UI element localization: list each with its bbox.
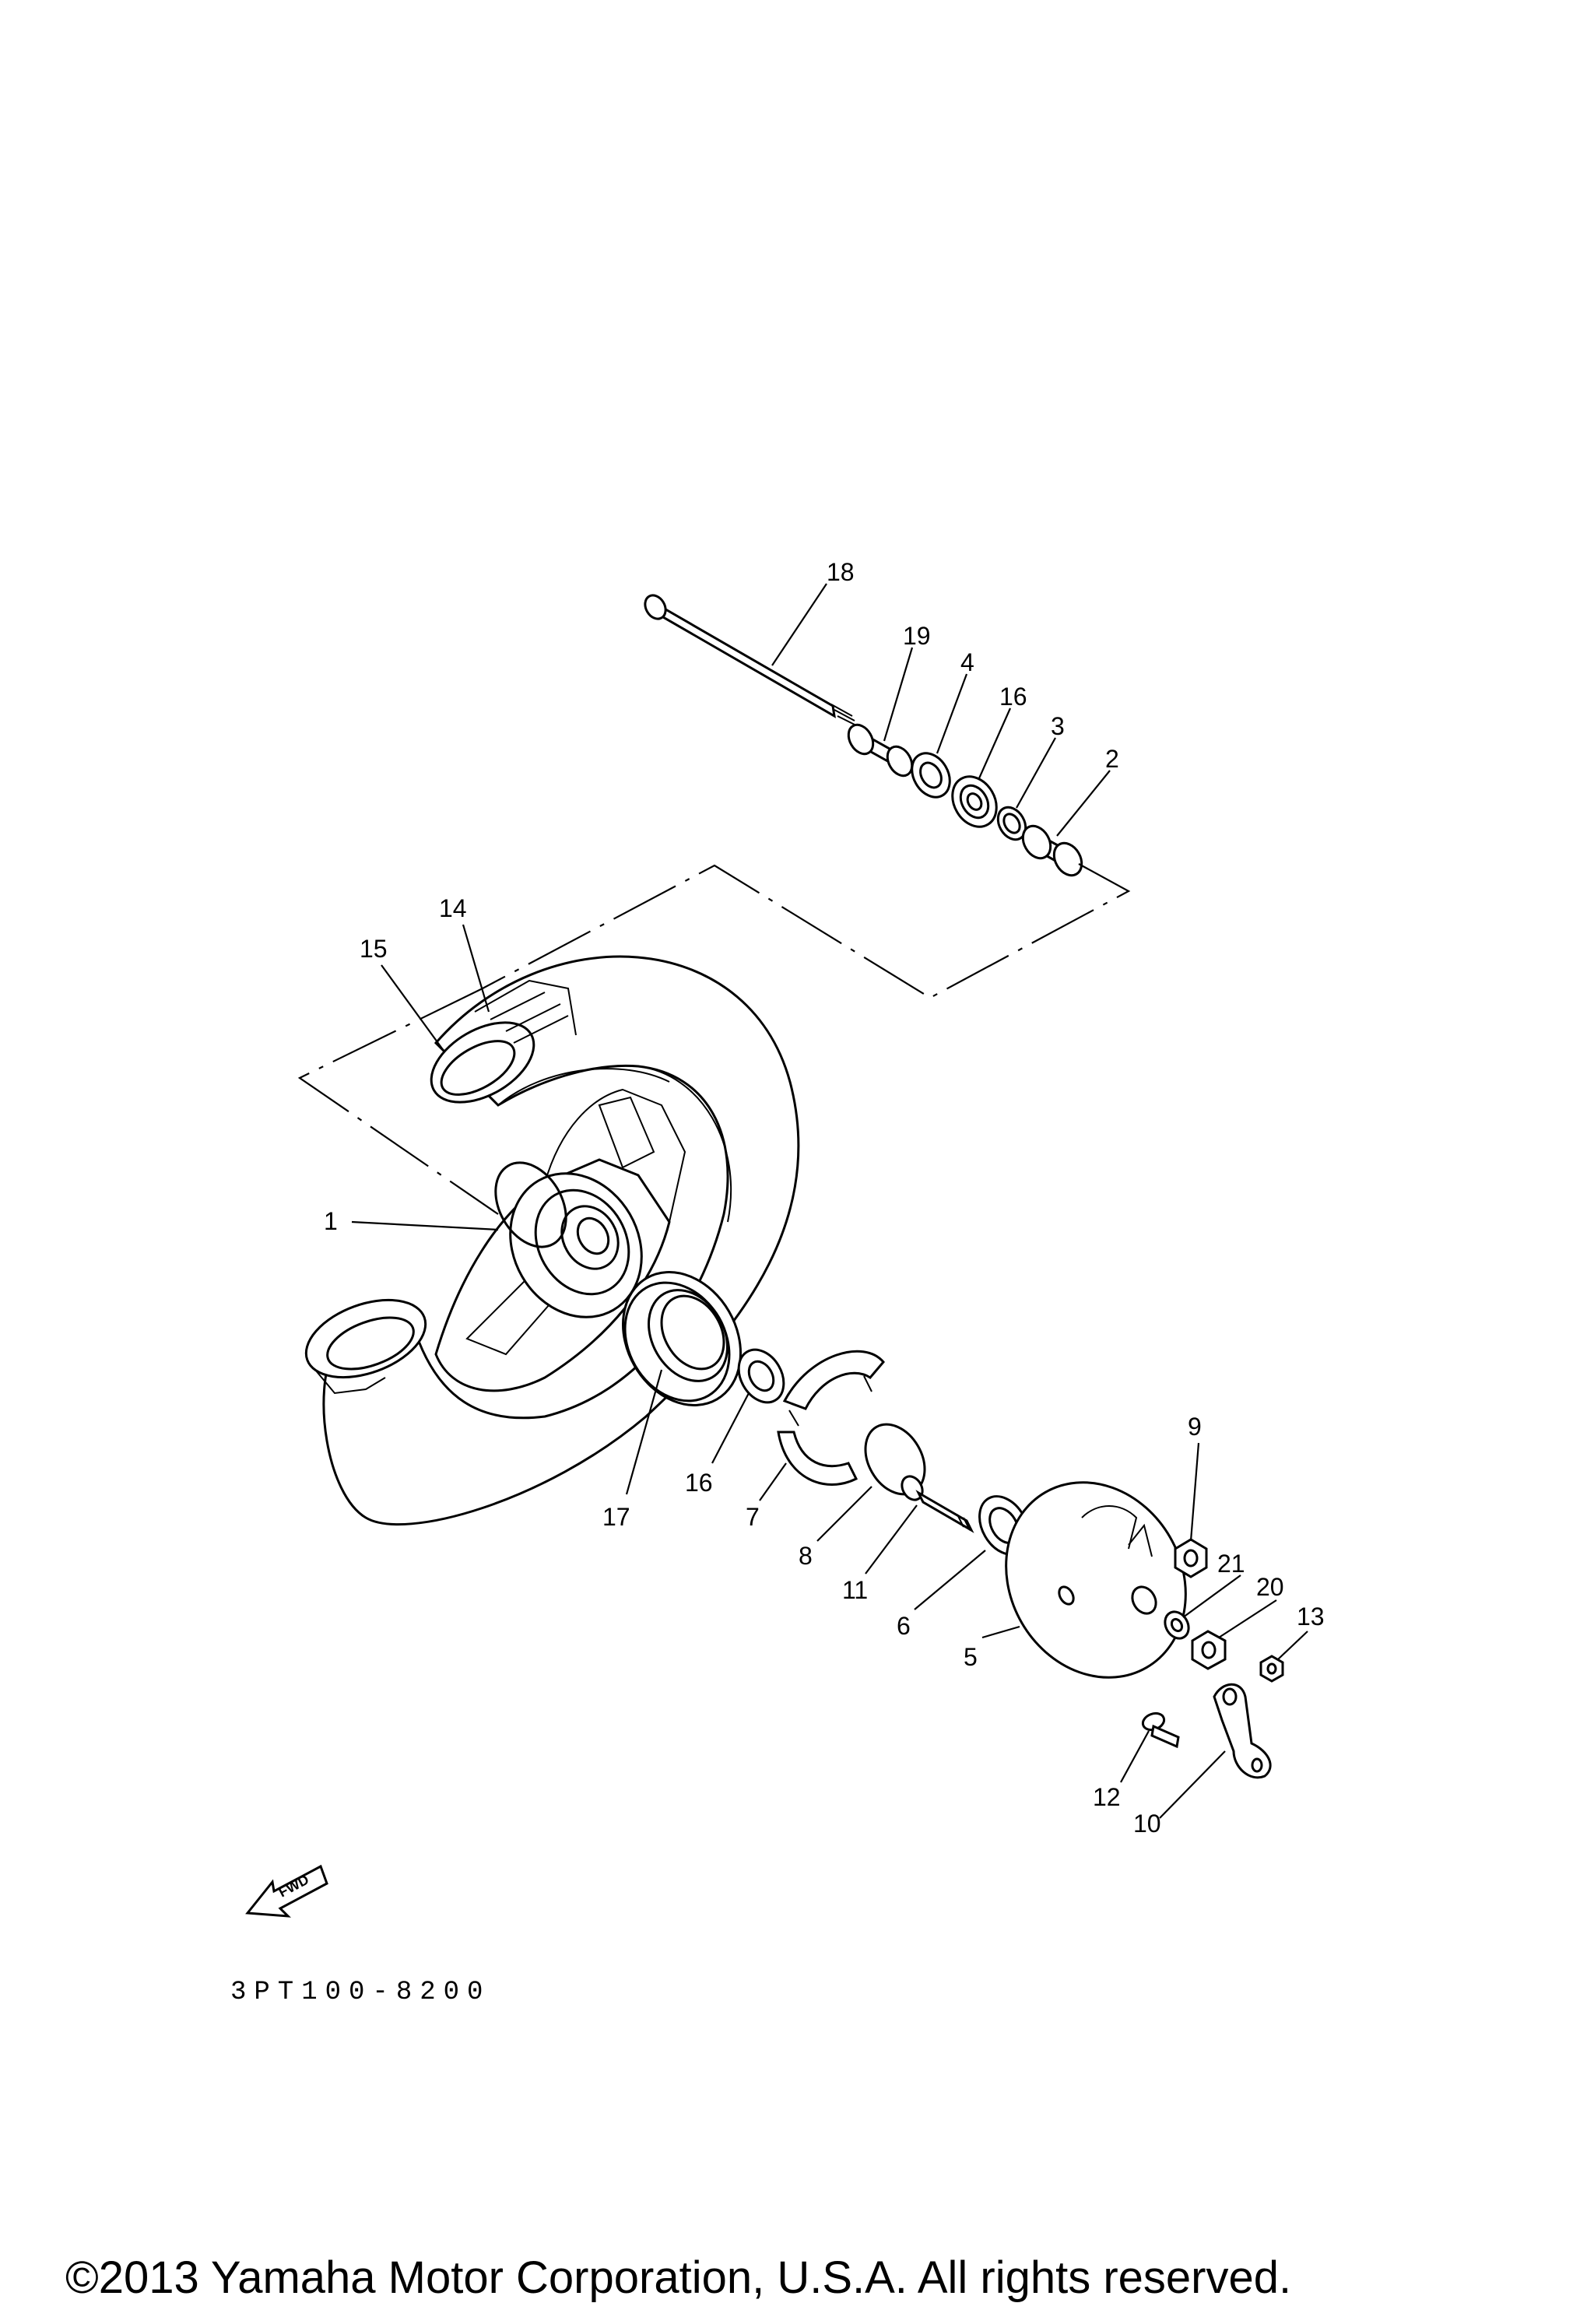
callout-6: 6 [897,1612,911,1640]
bolt-12 [1141,1711,1180,1749]
callout-labels: 18 19 4 16 3 2 14 15 1 17 16 7 8 11 6 5 … [324,558,1325,1838]
callout-2: 2 [1105,745,1119,773]
nut-9 [1174,1538,1208,1578]
front-wheel [304,955,800,1526]
oil-seal-17 [622,1271,742,1406]
nut-13 [1259,1655,1284,1683]
assembly-line-lower [297,988,499,1215]
callout-16-lower: 16 [685,1469,713,1497]
brake-shoe-plate-5 [1005,1481,1187,1679]
callout-14: 14 [439,894,467,922]
callout-20: 20 [1256,1573,1284,1601]
bearing-16-lower [737,1348,785,1404]
callout-5: 5 [964,1643,978,1671]
callout-15: 15 [360,935,388,963]
camshaft-lever-10 [1213,1683,1272,1779]
brake-shoe-7 [777,1350,885,1486]
oil-seal-4 [911,752,951,799]
callout-9: 9 [1188,1413,1202,1441]
callout-8: 8 [799,1542,813,1570]
callout-21: 21 [1217,1550,1245,1578]
nut-20 [1191,1630,1227,1670]
callout-1: 1 [324,1207,338,1235]
callout-13: 13 [1297,1603,1325,1631]
callout-18: 18 [827,558,855,586]
camshaft-11 [901,1475,974,1533]
callout-11: 11 [842,1576,868,1604]
callout-12: 12 [1093,1783,1121,1811]
callout-16-upper: 16 [999,683,1027,711]
callout-3: 3 [1051,712,1065,740]
collar-19 [847,723,914,778]
callout-4: 4 [960,648,974,676]
assembly-line-upper [482,863,1131,999]
callout-19: 19 [903,622,931,650]
washer-21 [1164,1610,1190,1640]
bearing-16-upper [951,775,998,828]
fwd-arrow: FWD [245,1864,328,1918]
callout-10: 10 [1133,1810,1161,1838]
copyright-notice: ©2013 Yamaha Motor Corporation, U.S.A. A… [65,2252,1291,2303]
callout-7: 7 [746,1503,760,1531]
front-axle [644,594,857,726]
circlip-3 [996,806,1027,841]
diagram-code: 3PT100-8200 [230,1978,490,2007]
leader-lines [351,583,1308,1819]
collar-2 [1021,824,1083,877]
callout-17: 17 [602,1503,630,1531]
